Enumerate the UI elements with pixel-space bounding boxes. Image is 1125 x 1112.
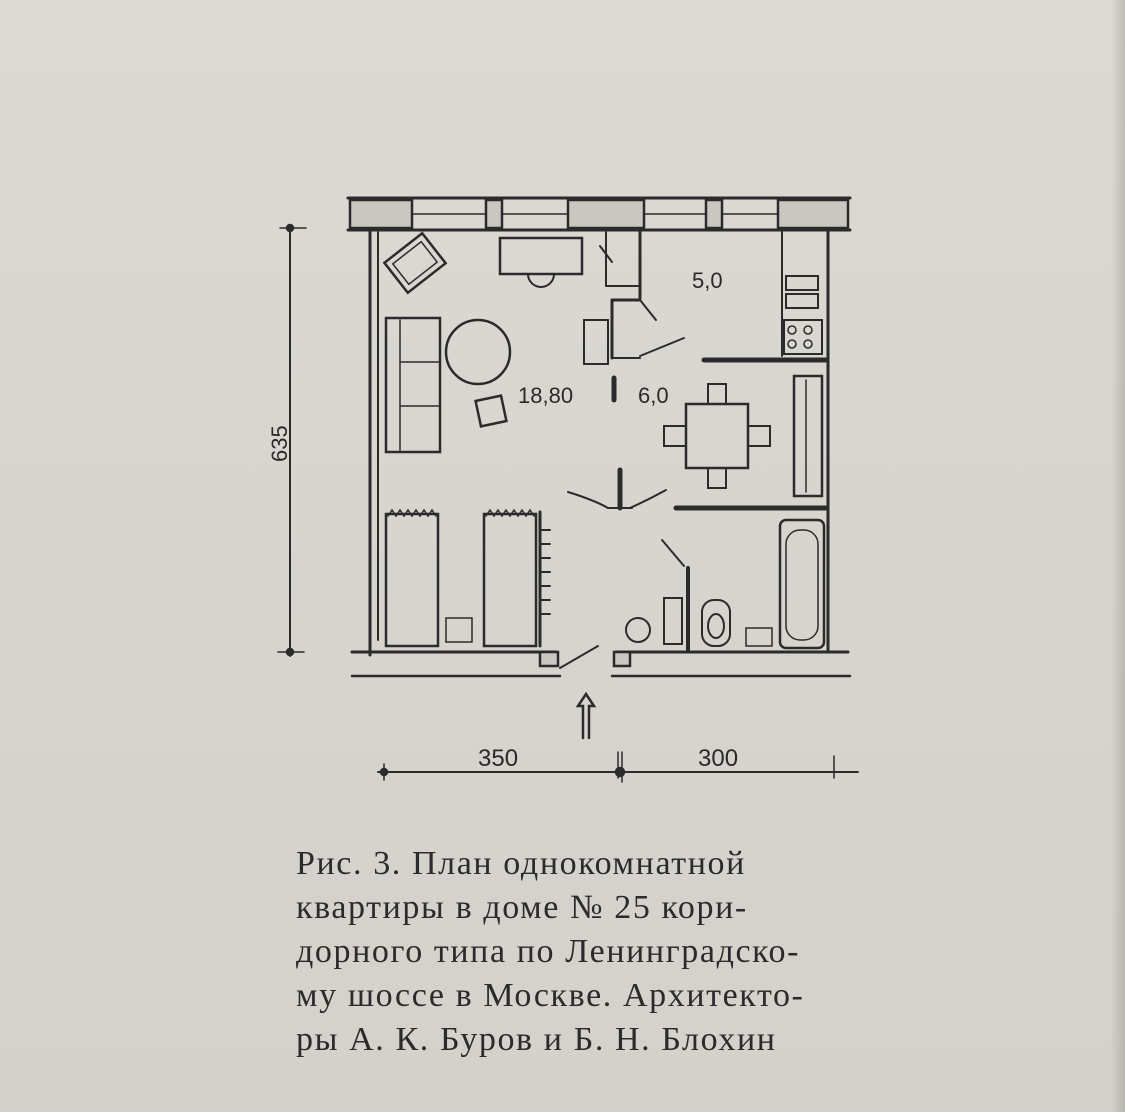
- caption-line: ры А. К. Буров и Б. Н. Блохин: [296, 1021, 777, 1058]
- page-edge-shadow: [1111, 0, 1125, 1112]
- toilet-icon: [701, 599, 773, 647]
- sink-icon: [625, 597, 683, 645]
- caption-line: му шоссе в Москве. Архитекто-: [296, 977, 805, 1014]
- kitchen-counter-icon: [781, 231, 823, 357]
- round-table-icon: [444, 318, 512, 386]
- entrance-door: [559, 645, 599, 669]
- dimension-label-height: 635: [267, 425, 292, 462]
- entry-arrow-icon: [575, 691, 597, 740]
- dining-table-icon: [663, 383, 771, 489]
- caption-line: дорного типа по Ленинградско-: [296, 933, 801, 970]
- exterior-wall-left: [368, 230, 379, 657]
- area-label-kitchen: 5,0: [692, 268, 723, 293]
- area-label-hall: 6,0: [638, 383, 669, 408]
- figure-caption: Рис. 3. План однокомнатной квартиры в до…: [296, 842, 896, 1062]
- dimension-label-left-width: 350: [478, 745, 518, 772]
- dimension-line-vertical: [277, 223, 307, 657]
- exterior-wall-top: [346, 196, 852, 232]
- caption-line: Рис. 3. План однокомнатной: [296, 845, 746, 882]
- wardrobe-icon: [792, 374, 824, 498]
- partition-kitchen-hall: [599, 230, 685, 403]
- partition-center-stub: [567, 467, 667, 511]
- dimension-label-right-width: 300: [698, 745, 738, 772]
- caption-line: квартиры в доме № 25 кори-: [296, 889, 748, 926]
- bed-left-icon: [384, 508, 473, 648]
- partition-bathroom: [661, 505, 829, 652]
- bed-right-icon: [482, 508, 551, 648]
- apartment-floor-plan: 18,80 6,0 5,0 635 350 300: [267, 196, 859, 783]
- kitchen-cabinet-icon: [583, 319, 609, 365]
- bathtub-icon: [778, 518, 826, 650]
- area-label-living-room: 18,80: [518, 383, 573, 408]
- small-chair-icon: [474, 394, 508, 428]
- sofa-icon: [384, 316, 442, 454]
- exterior-wall-bottom: [350, 650, 852, 678]
- desk-icon: [498, 236, 584, 288]
- dimension-line-horizontal: [377, 751, 859, 783]
- armchair-icon: [382, 231, 448, 295]
